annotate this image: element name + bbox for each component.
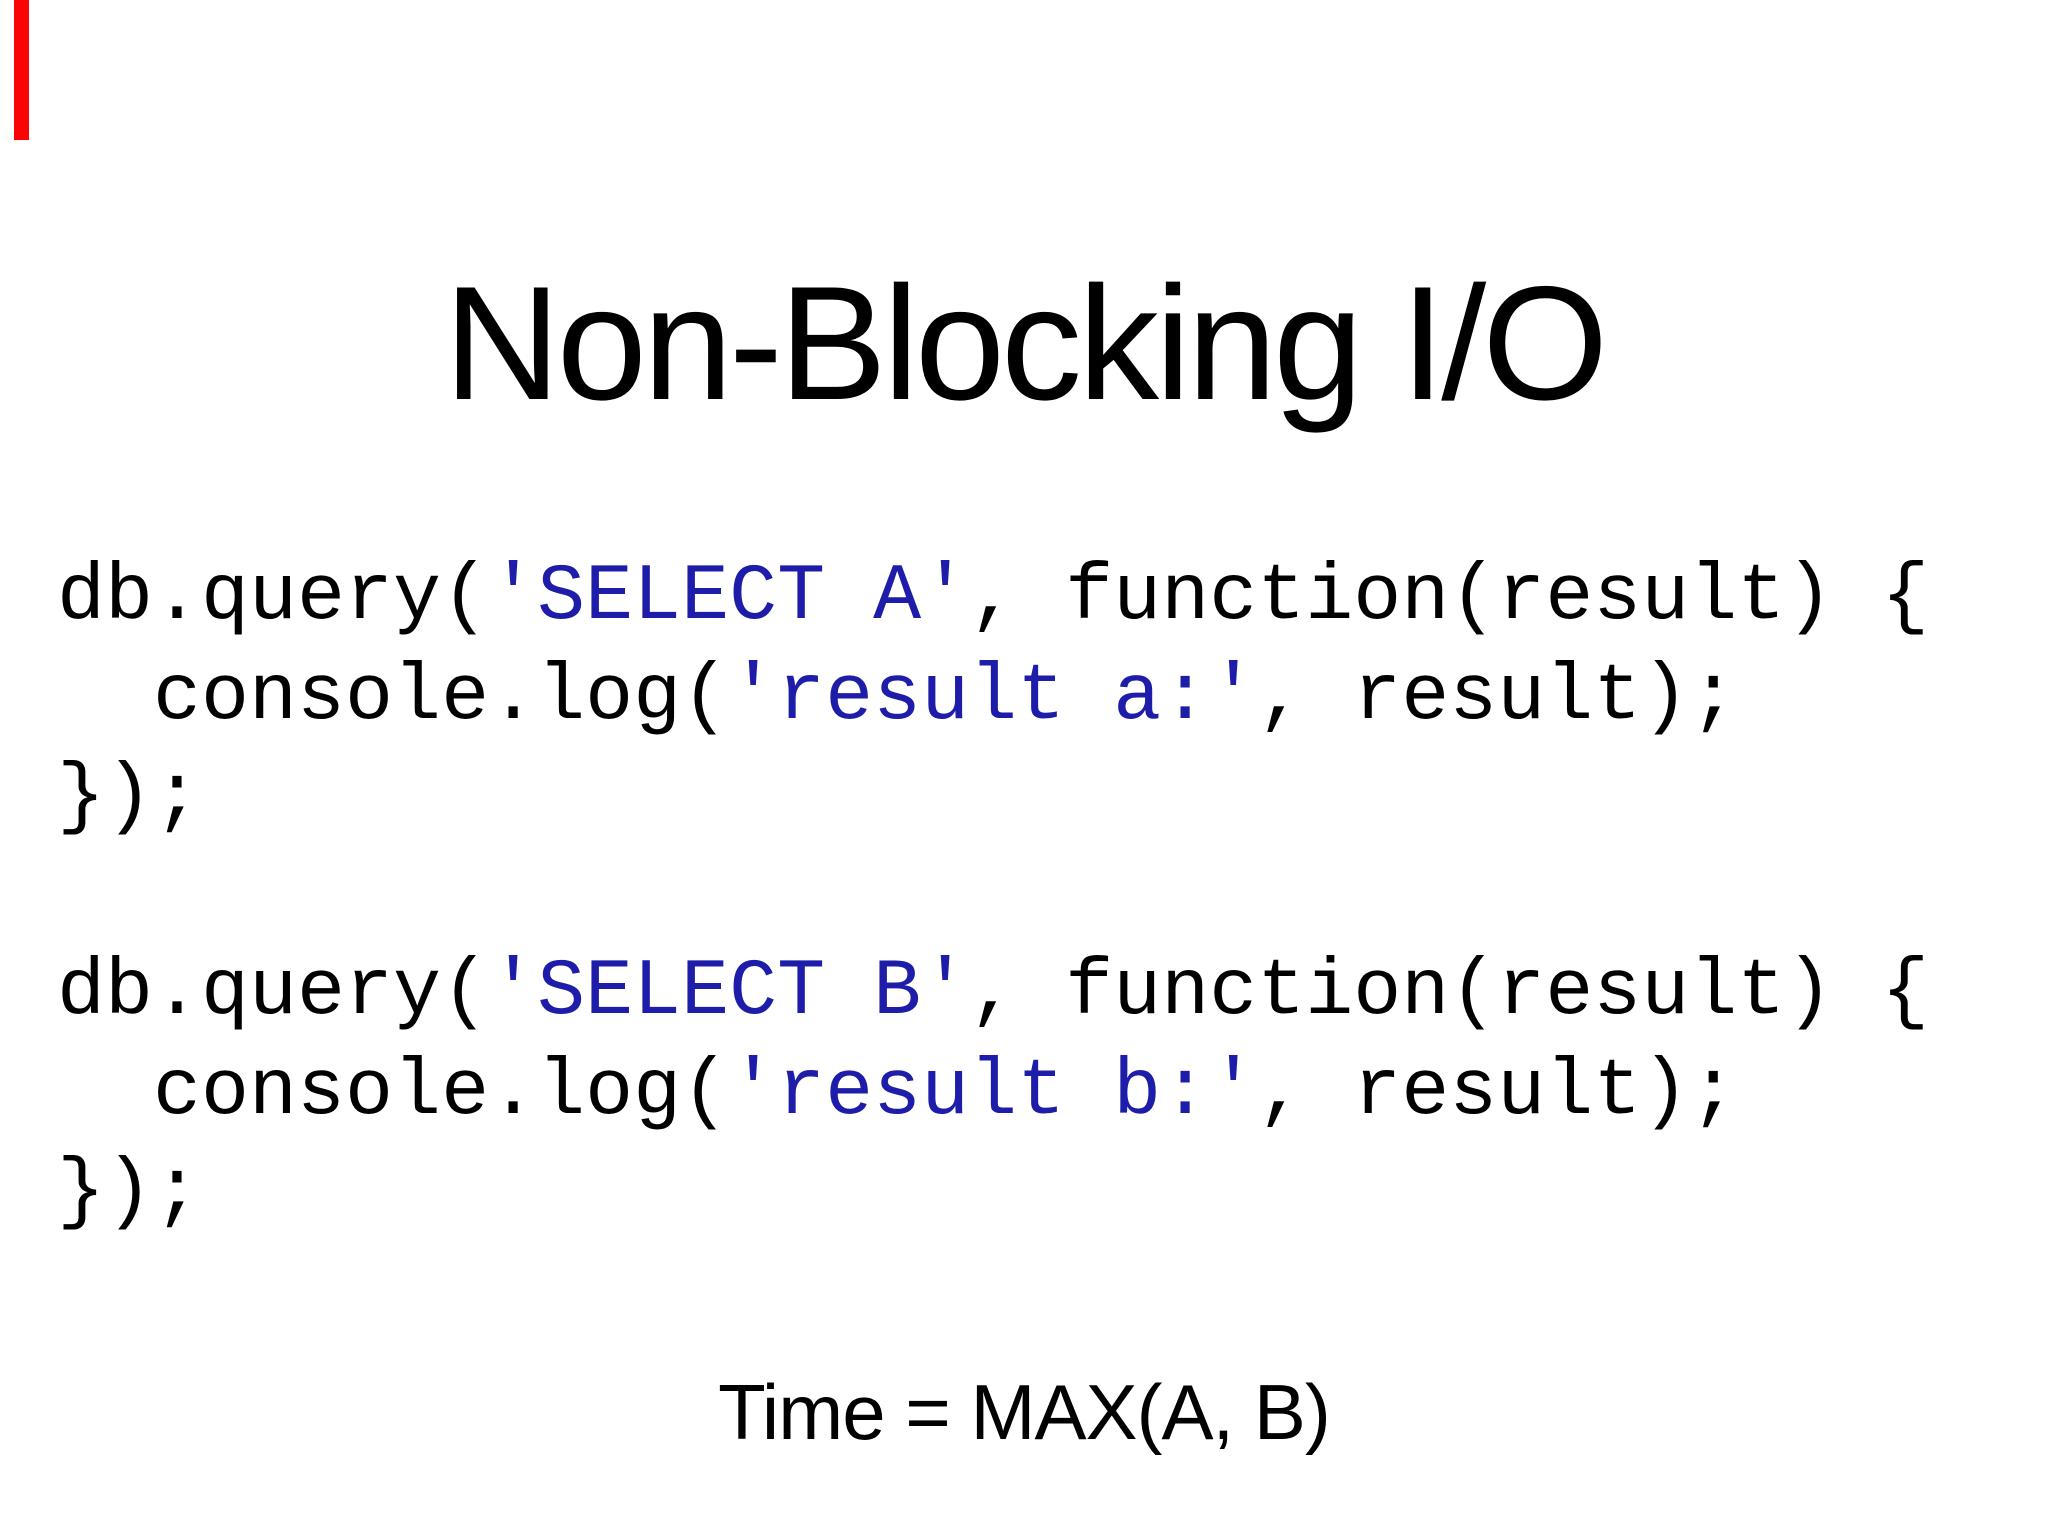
slide-title: Non-Blocking I/O	[443, 252, 1609, 434]
code-text: console.log(	[57, 652, 730, 743]
code-line: db.query('SELECT A', function(result) {	[57, 548, 1929, 648]
footer-formula: Time = MAX(A, B)	[718, 1368, 1331, 1456]
code-text: });	[57, 752, 202, 843]
code-text: , function(result) {	[969, 552, 1930, 643]
code-string-literal: 'result a:'	[729, 652, 1258, 743]
code-text: });	[57, 1147, 202, 1238]
code-line: console.log('result b:', result);	[57, 1043, 1929, 1143]
code-line: db.query('SELECT B', function(result) {	[57, 943, 1929, 1043]
code-text: console.log(	[57, 1047, 730, 1138]
code-line: });	[57, 1143, 1929, 1243]
red-marker-bar	[14, 0, 29, 140]
code-string-literal: 'SELECT A'	[489, 552, 970, 643]
code-area: db.query('SELECT A', function(result) { …	[57, 548, 1929, 1243]
code-line: console.log('result a:', result);	[57, 648, 1929, 748]
code-block-a: db.query('SELECT A', function(result) { …	[57, 548, 1929, 848]
code-text: , result);	[1257, 652, 1738, 743]
code-text: db.query(	[57, 552, 490, 643]
code-text: db.query(	[57, 947, 490, 1038]
code-string-literal: 'result b:'	[729, 1047, 1258, 1138]
code-text: , result);	[1257, 1047, 1738, 1138]
code-line: });	[57, 748, 1929, 848]
code-text: , function(result) {	[969, 947, 1930, 1038]
code-string-literal: 'SELECT B'	[489, 947, 970, 1038]
code-block-b: db.query('SELECT B', function(result) { …	[57, 943, 1929, 1243]
